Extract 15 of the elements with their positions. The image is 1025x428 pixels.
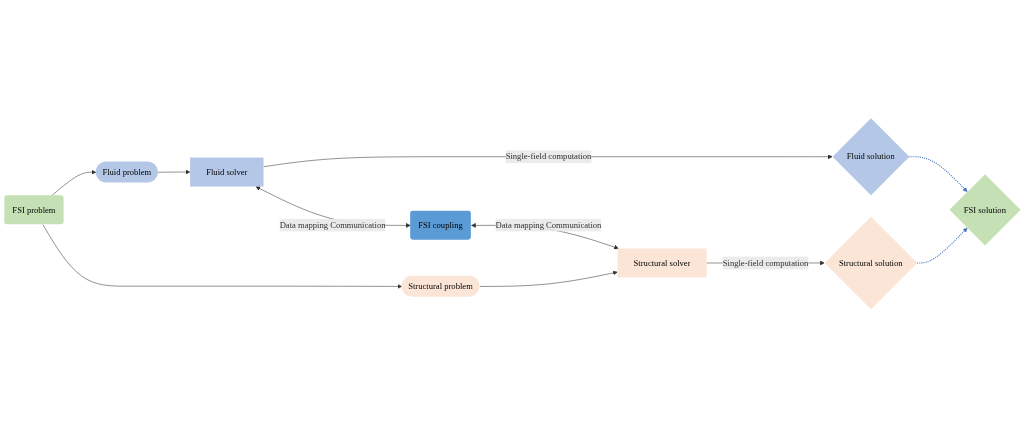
edge-label: Single-field computation [722, 258, 809, 268]
node-diamond: Fluid solution [832, 118, 910, 196]
node-box: FSI coupling [410, 210, 471, 240]
node-box: Fluid solver [190, 157, 264, 187]
node-box: Fluid problem [95, 161, 158, 183]
node-box: Structural problem [401, 275, 480, 297]
node-box: Structural solver [617, 248, 707, 278]
node-box: FSI problem [4, 195, 64, 225]
arrow [908, 156, 968, 193]
edge-label: Single-field computation [505, 152, 592, 162]
edge-label: Data mapping Communication [279, 220, 386, 230]
node-diamond: FSI solution [949, 174, 1021, 246]
edge-label: Data mapping Communication [495, 220, 602, 230]
arrow [916, 227, 968, 264]
node-diamond: Structural solution [824, 216, 918, 310]
